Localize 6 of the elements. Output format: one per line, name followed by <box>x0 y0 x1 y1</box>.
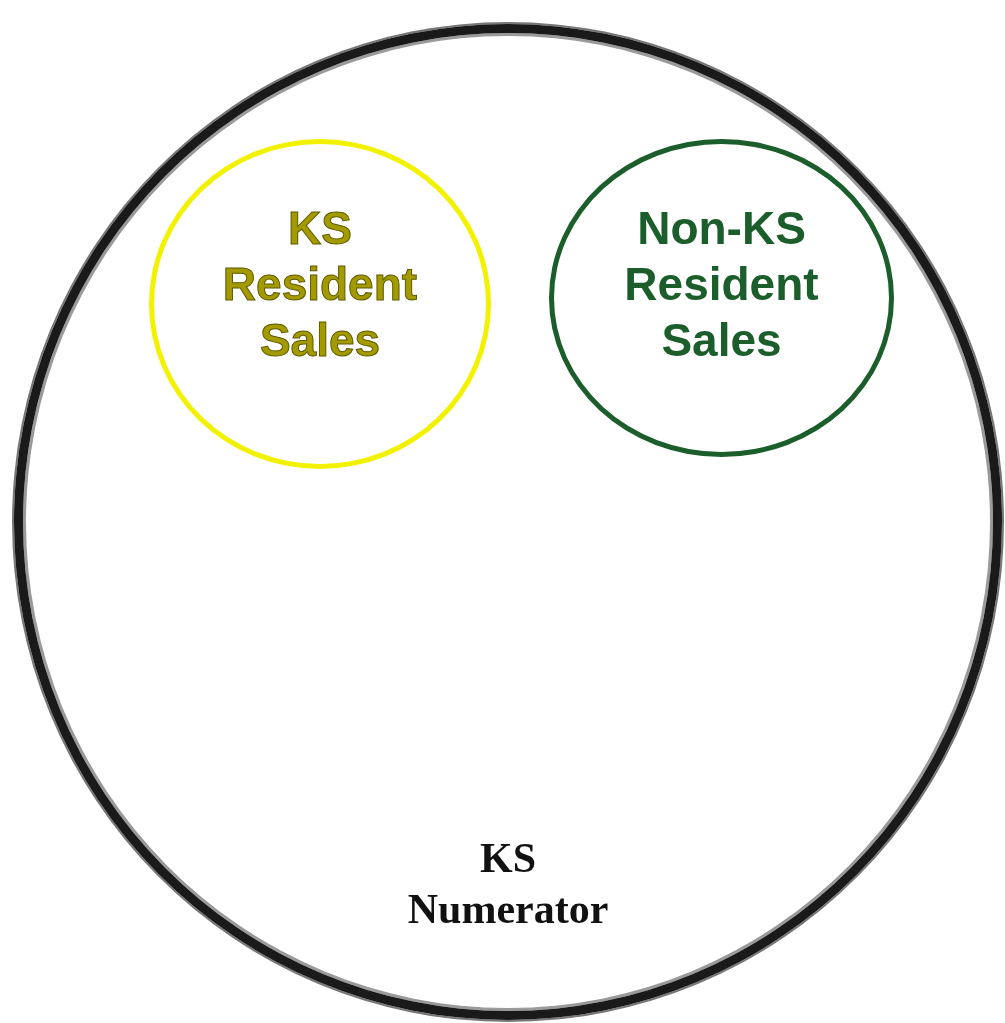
circle-label: KS Resident Sales <box>221 201 419 369</box>
circle-label: KS Numerator <box>406 834 610 935</box>
outer-circle <box>14 24 1002 1020</box>
circle <box>149 139 491 469</box>
circle-label: Non-KS Resident Sales <box>623 201 820 369</box>
circle <box>549 139 894 457</box>
